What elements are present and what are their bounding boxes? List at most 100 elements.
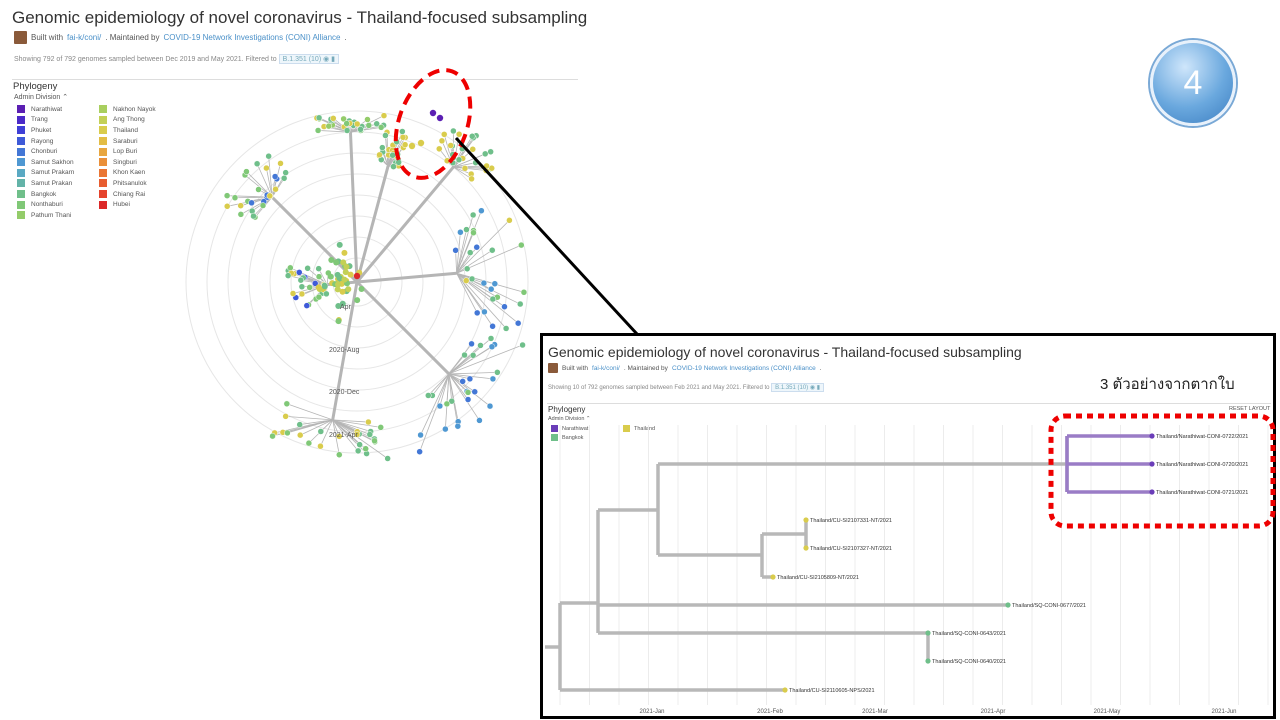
- tip-dot[interactable]: [314, 127, 322, 134]
- tip-dot[interactable]: [353, 120, 361, 128]
- tip-dot[interactable]: [255, 186, 262, 193]
- tip-dot[interactable]: [343, 127, 351, 134]
- tip-dot[interactable]: [365, 418, 372, 426]
- repo-link[interactable]: fai-k/coni/: [592, 364, 620, 372]
- tip-dot[interactable]: [330, 115, 337, 122]
- tip-dot[interactable]: [248, 199, 255, 207]
- tip-dot[interactable]: [469, 146, 477, 153]
- tip-dot[interactable]: [317, 428, 325, 435]
- tip-dot[interactable]: [266, 192, 274, 200]
- legend-item[interactable]: Lop Buri: [99, 146, 181, 157]
- eye-icon[interactable]: ◉: [809, 385, 816, 391]
- tip-dot[interactable]: [501, 303, 508, 310]
- tip-dot[interactable]: [296, 269, 303, 276]
- tip-dot[interactable]: [287, 264, 294, 272]
- tip-dot[interactable]: [1005, 602, 1011, 608]
- tip-dot[interactable]: [450, 127, 457, 135]
- tip-dot[interactable]: [463, 265, 471, 272]
- tip-dot[interactable]: [502, 325, 510, 332]
- tip-dot[interactable]: [311, 280, 319, 287]
- tip-dot[interactable]: [376, 151, 383, 159]
- legend-item[interactable]: Samut Sakhon: [17, 157, 99, 168]
- tip-dot[interactable]: [468, 340, 475, 348]
- tip-dot[interactable]: [473, 309, 481, 317]
- tip-dot[interactable]: [478, 207, 485, 214]
- tip-dot[interactable]: [259, 202, 267, 209]
- tip-dot[interactable]: [342, 269, 349, 276]
- tip-dot[interactable]: [390, 163, 397, 170]
- tip-dot[interactable]: [389, 151, 396, 159]
- tip-dot[interactable]: [481, 150, 489, 158]
- legend-item[interactable]: Thailand: [623, 425, 655, 432]
- tip-dot[interactable]: [277, 160, 284, 167]
- tip-dot[interactable]: [340, 115, 347, 123]
- tip-dot[interactable]: [454, 422, 462, 430]
- tip-dot[interactable]: [429, 109, 437, 117]
- color-by-toggle[interactable]: Admin Division ⌃: [14, 94, 69, 101]
- tip-dot[interactable]: [303, 302, 311, 309]
- tip-dot[interactable]: [272, 185, 279, 193]
- tip-dot[interactable]: [516, 300, 524, 308]
- tip-dot[interactable]: [436, 114, 444, 122]
- tip-dot[interactable]: [438, 137, 446, 145]
- legend-item[interactable]: Bangkok: [17, 189, 99, 200]
- tip-dot[interactable]: [297, 276, 305, 284]
- tip-dot[interactable]: [461, 165, 469, 172]
- legend-item[interactable]: Bangkok: [551, 434, 583, 441]
- legend-item[interactable]: Phitsanulok: [99, 178, 181, 189]
- tip-dot[interactable]: [341, 276, 348, 283]
- tip-dot[interactable]: [481, 308, 488, 316]
- tip-dot[interactable]: [327, 273, 334, 280]
- tip-dot[interactable]: [469, 211, 477, 219]
- trash-icon[interactable]: ▮: [816, 385, 821, 391]
- tip-dot[interactable]: [436, 402, 444, 410]
- tip-dot[interactable]: [377, 424, 384, 431]
- tip-dot[interactable]: [265, 152, 272, 160]
- tip-dot[interactable]: [491, 280, 499, 287]
- tip-dot[interactable]: [328, 256, 335, 263]
- tip-dot[interactable]: [463, 226, 470, 233]
- tip-dot[interactable]: [487, 285, 495, 293]
- legend-item[interactable]: Singburi: [99, 157, 181, 168]
- legend-item[interactable]: Hubei: [99, 199, 181, 210]
- tip-dot[interactable]: [925, 630, 931, 636]
- tip-dot[interactable]: [379, 144, 386, 151]
- tip-dot[interactable]: [354, 297, 361, 304]
- tip-dot[interactable]: [340, 259, 347, 266]
- legend-item[interactable]: Chiang Rai: [99, 189, 181, 200]
- tip-dot[interactable]: [333, 259, 340, 266]
- tip-dot[interactable]: [335, 433, 343, 440]
- tip-dot[interactable]: [489, 295, 497, 303]
- tip-dot[interactable]: [457, 229, 464, 236]
- tip-dot[interactable]: [345, 286, 352, 293]
- tip-label[interactable]: Thailand/CU-SI2107331-NT/2021: [810, 518, 892, 524]
- tip-dot[interactable]: [353, 272, 361, 280]
- tip-dot[interactable]: [399, 128, 406, 135]
- tip-dot[interactable]: [315, 273, 323, 280]
- tip-dot[interactable]: [371, 437, 378, 445]
- tip-dot[interactable]: [366, 431, 374, 438]
- legend-item[interactable]: Nonthaburi: [17, 199, 99, 210]
- tip-dot[interactable]: [323, 290, 330, 298]
- tip-dot[interactable]: [377, 124, 385, 131]
- tip-dot[interactable]: [315, 265, 322, 272]
- tip-dot[interactable]: [271, 173, 279, 180]
- tip-dot[interactable]: [494, 369, 501, 376]
- tip-dot[interactable]: [305, 439, 313, 447]
- tip-dot[interactable]: [282, 413, 289, 420]
- tip-dot[interactable]: [468, 175, 475, 183]
- tip-dot[interactable]: [518, 241, 525, 249]
- tip-label[interactable]: Thailand/CU-SI2110605-NPS/2021: [789, 688, 875, 694]
- tip-dot[interactable]: [354, 447, 362, 455]
- tip-dot[interactable]: [447, 142, 454, 149]
- tip-dot[interactable]: [476, 417, 483, 424]
- tip-dot[interactable]: [470, 229, 477, 236]
- legend-item[interactable]: Narathiwat: [551, 425, 588, 432]
- tip-dot[interactable]: [336, 241, 343, 248]
- legend-item[interactable]: Nakhon Nayok: [99, 104, 181, 115]
- tip-label[interactable]: Thailand/Narathiwat-CONI-0720/2021: [1156, 462, 1248, 468]
- legend-item[interactable]: Narathiwat: [17, 104, 99, 115]
- tip-dot[interactable]: [315, 293, 323, 301]
- tip-dot[interactable]: [770, 574, 776, 580]
- tip-dot[interactable]: [459, 378, 466, 385]
